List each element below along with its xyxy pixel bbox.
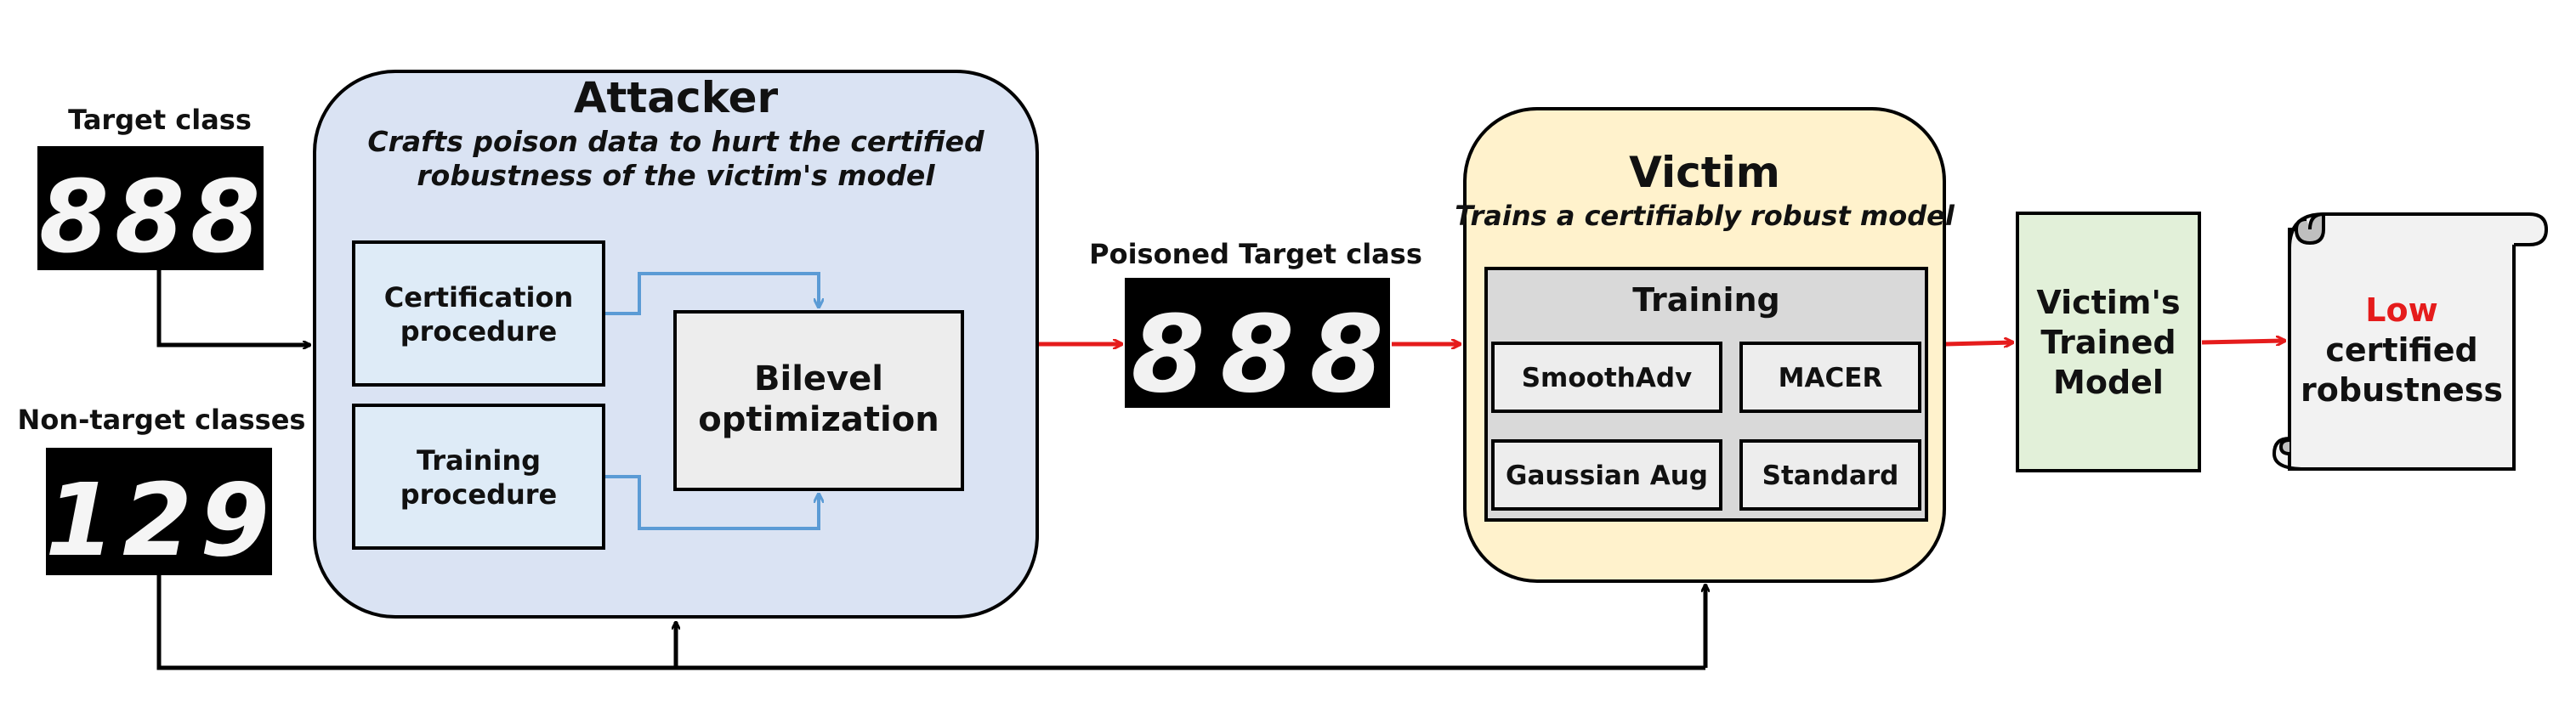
poisoned-target-class-label: Poisoned Target class [1089, 238, 1422, 270]
attacker-title: Attacker [574, 73, 779, 122]
method-label: Gaussian Aug [1506, 461, 1708, 491]
method-label: SmoothAdv [1522, 363, 1693, 393]
result-scroll: Low certified robustness [2272, 212, 2549, 471]
target-digit: 8 [115, 158, 184, 275]
method-box [1739, 439, 1921, 511]
training-procedure-box: Training procedure [352, 404, 605, 550]
non-target-digit: 1 [45, 461, 115, 579]
result-low-word: Low [2365, 291, 2437, 329]
result-line2: certified [2325, 331, 2477, 369]
certification-procedure-line2: procedure [400, 315, 558, 348]
training-procedure-line1: Training [417, 444, 541, 477]
method-label: MACER [1779, 363, 1883, 393]
attacker-subtitle-line1: Crafts poison data to hurt the certified [367, 125, 984, 158]
target-class-image: 8 8 8 [37, 146, 264, 275]
method-box [1491, 439, 1722, 511]
model-to-result-arrow [2201, 341, 2285, 342]
training-box: Training SmoothAdv MACER Gaussian Aug St… [1484, 267, 1928, 522]
poisoned-digit: 8 [1132, 293, 1206, 416]
training-title: Training [1632, 281, 1780, 319]
trained-model-box: Victim's Trained Model [2016, 212, 2201, 472]
target-class-label: Target class [68, 104, 252, 136]
target-digit: 8 [190, 158, 260, 275]
bilevel-optimization-line2: optimization [698, 400, 939, 439]
certification-procedure-box: Certification procedure [352, 240, 605, 387]
victim-subtitle: Trains a certifiably robust model [1455, 200, 1955, 232]
trained-model-line1: Victim's [2036, 284, 2180, 321]
result-line3: robustness [2301, 371, 2503, 409]
poisoned-target-class-image: 8 8 8 [1125, 278, 1390, 416]
attacker-subtitle-line2: robustness of the victim's model [417, 159, 935, 192]
poisoned-digit: 8 [1310, 293, 1384, 416]
method-box [1491, 342, 1722, 413]
trained-model-line3: Model [2053, 364, 2164, 401]
certification-to-bilevel-arrow [605, 272, 819, 315]
black-connectors [156, 270, 1705, 670]
non-target-digit: 2 [122, 461, 192, 579]
method-box [1739, 342, 1921, 413]
bilevel-optimization-line1: Bilevel [754, 359, 883, 398]
nontarget-bottom-line [156, 575, 1705, 670]
method-label: Standard [1762, 461, 1899, 491]
non-target-classes-image: 1 2 9 [45, 448, 272, 579]
target-digit: 8 [39, 158, 109, 275]
victim-title: Victim [1629, 148, 1780, 197]
training-to-bilevel-arrow [605, 475, 819, 530]
victim-panel: Victim Trains a certifiably robust model… [1455, 107, 1955, 583]
trained-model-line2: Trained [2040, 324, 2176, 361]
non-target-digit: 9 [200, 461, 270, 579]
certification-procedure-line1: Certification [384, 281, 574, 314]
victim-to-model-arrow [1944, 342, 2013, 344]
non-target-classes-label: Non-target classes [18, 404, 306, 436]
bilevel-optimization-box: Bilevel optimization [673, 310, 964, 491]
poisoned-digit: 8 [1221, 293, 1295, 416]
training-procedure-line2: procedure [400, 478, 558, 511]
target-to-attacker-arrow [156, 270, 310, 345]
attacker-panel: Attacker Crafts poison data to hurt the … [313, 70, 1039, 619]
